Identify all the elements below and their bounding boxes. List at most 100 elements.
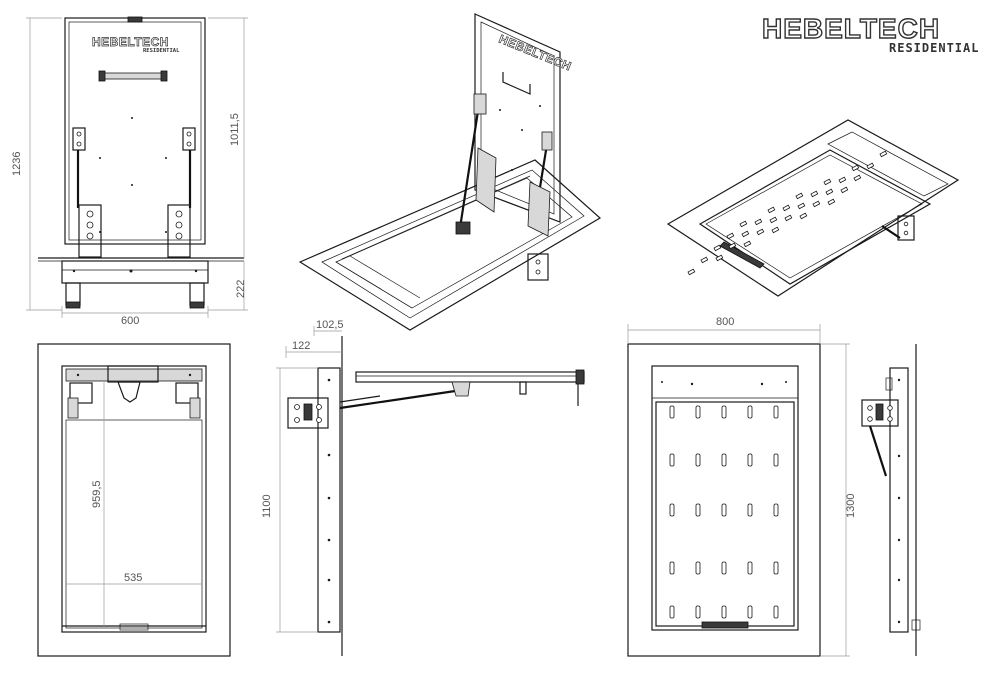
iso-slot xyxy=(795,192,804,200)
iso-closed-frame xyxy=(666,119,960,297)
dim-plan-inner-height: 959,5 xyxy=(91,480,103,508)
iso-lid-logo: HEBELTECH xyxy=(497,32,574,74)
side-wall-section xyxy=(317,367,341,633)
iso-slot xyxy=(713,244,722,252)
plate-slot xyxy=(747,453,753,467)
iso-lid-handle xyxy=(502,72,531,95)
plate-slot xyxy=(695,453,701,467)
plate-slot xyxy=(695,561,701,575)
iso-right-hinge xyxy=(527,181,551,237)
iso-closed-handle xyxy=(719,241,765,269)
plan-view-closed: 800 1300 xyxy=(627,316,857,657)
lid-panel xyxy=(64,17,206,245)
plate-handle xyxy=(701,621,749,629)
lid-logo: HEBELTECH xyxy=(92,35,169,49)
plate-slot xyxy=(721,405,727,419)
iso-slot xyxy=(866,162,875,170)
plate-slot xyxy=(773,561,779,575)
iso-slot xyxy=(853,174,862,182)
iso-slot xyxy=(756,228,765,236)
iso-slot xyxy=(840,186,849,194)
dim-lid-height: 1011,5 xyxy=(229,113,241,146)
right-upper-bracket xyxy=(182,127,196,151)
side-closed-view xyxy=(861,344,921,656)
iso-slot xyxy=(879,150,888,158)
iso-slot xyxy=(728,242,737,250)
iso-slot xyxy=(739,220,748,228)
plate-slot xyxy=(747,561,753,575)
iso-left-hinge xyxy=(475,147,497,213)
iso-slot xyxy=(700,256,709,264)
plate-slot xyxy=(721,605,727,619)
plate-slot-pattern xyxy=(669,405,779,619)
plate-slot xyxy=(669,405,675,419)
iso-slot xyxy=(726,232,735,240)
plate-slot xyxy=(695,405,701,419)
plate-slot xyxy=(747,503,753,517)
iso-slot xyxy=(799,212,808,220)
iso-slot xyxy=(823,178,832,186)
front-elevation-view: HEBELTECH RESIDENTIAL xyxy=(11,16,248,327)
brand-logo: HEBELTECH RESIDENTIAL xyxy=(761,12,979,55)
brand-tagline: RESIDENTIAL xyxy=(889,41,979,55)
lid-handle xyxy=(100,72,166,80)
plate-slot xyxy=(721,453,727,467)
plan-mechanism-bar xyxy=(65,368,203,382)
plate-slot xyxy=(669,561,675,575)
dim-plan-inner-width: 535 xyxy=(124,572,142,584)
plate-slot xyxy=(747,605,753,619)
iso-slot xyxy=(769,216,778,224)
left-upper-bracket xyxy=(72,127,86,151)
iso-closed-slot-pattern xyxy=(687,150,888,276)
plate-outer-frame xyxy=(627,343,821,657)
plate-slot xyxy=(721,503,727,517)
dim-front-height: 1236 xyxy=(11,152,23,176)
plate-slot xyxy=(773,405,779,419)
plate-slot xyxy=(695,605,701,619)
iso-slot xyxy=(767,206,776,214)
dim-side-offset-large: 102,5 xyxy=(316,319,344,331)
plate-slot xyxy=(669,453,675,467)
iso-slot xyxy=(838,176,847,184)
plate-slot xyxy=(669,605,675,619)
iso-left-strut xyxy=(458,97,482,229)
iso-slot xyxy=(784,214,793,222)
dim-side-offset-small: 122 xyxy=(292,340,310,352)
dim-frame-depth: 222 xyxy=(235,280,247,298)
iso-slot xyxy=(687,268,696,276)
plate-slot xyxy=(773,503,779,517)
iso-slot xyxy=(771,226,780,234)
isometric-open-view: HEBELTECH xyxy=(298,13,602,331)
dim-side-height: 1100 xyxy=(261,494,273,518)
side-hinge-plate xyxy=(287,397,329,429)
plan-outer-frame xyxy=(37,343,231,657)
iso-slot xyxy=(851,164,860,172)
plate-slot xyxy=(773,605,779,619)
dim-plate-height: 1300 xyxy=(845,494,857,518)
side-gas-strut xyxy=(339,388,463,410)
iso-slot xyxy=(715,254,724,262)
iso-slot xyxy=(827,198,836,206)
side-closed-hinge-plate xyxy=(861,399,899,427)
left-hinge-block xyxy=(78,204,102,258)
lid-logo-tagline: RESIDENTIAL xyxy=(143,48,180,54)
iso-slot xyxy=(743,240,752,248)
brand-name: HEBELTECH xyxy=(762,13,940,44)
dim-front-width: 600 xyxy=(121,315,139,327)
iso-outer-frame xyxy=(298,159,602,331)
plan-view-open: 959,5 535 xyxy=(37,343,231,657)
side-closed-wall xyxy=(889,367,909,633)
plate-slot xyxy=(747,405,753,419)
frame-profile xyxy=(61,260,209,284)
iso-slot xyxy=(741,230,750,238)
plate-slot xyxy=(721,561,727,575)
iso-slot xyxy=(797,202,806,210)
iso-slot xyxy=(812,200,821,208)
isometric-closed-view xyxy=(666,119,960,297)
plate-slot xyxy=(695,503,701,517)
lid-latch xyxy=(127,16,143,23)
plate-slot xyxy=(773,453,779,467)
iso-slot xyxy=(825,188,834,196)
right-hinge-block xyxy=(167,204,191,258)
